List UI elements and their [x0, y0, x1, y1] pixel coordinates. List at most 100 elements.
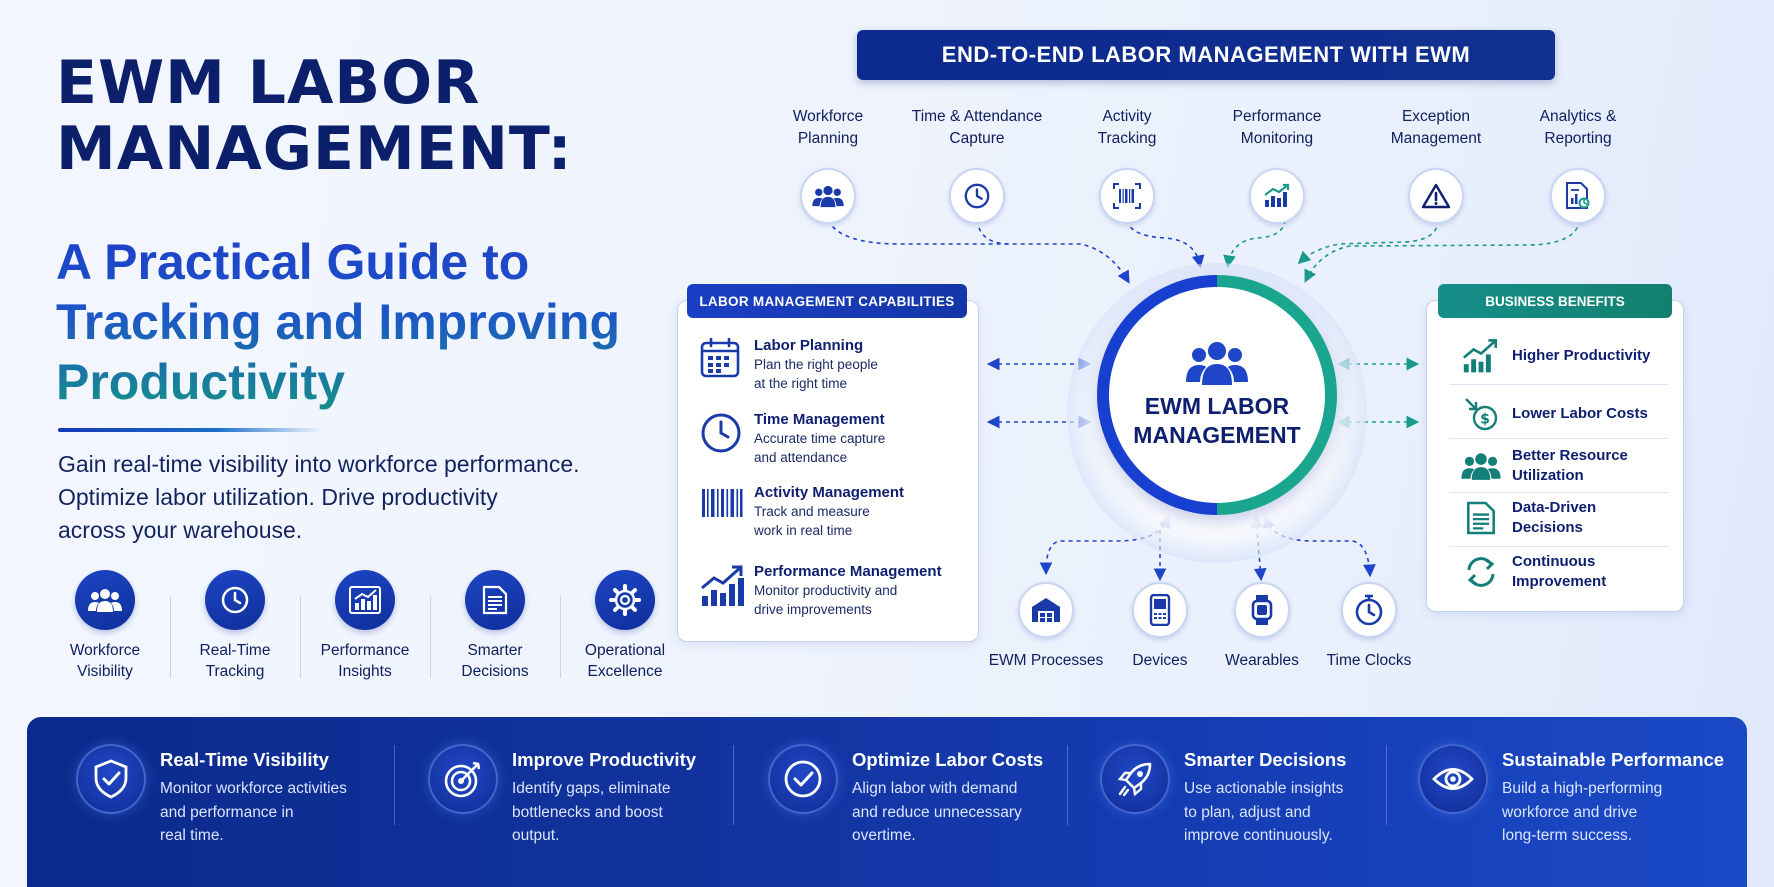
- eye-icon: [1418, 744, 1488, 814]
- band-item-sustainable-performance: Sustainable Performance Build a high-per…: [1418, 740, 1724, 860]
- band-item-title: Sustainable Performance: [1502, 749, 1725, 770]
- calendar-icon: [700, 336, 754, 393]
- hero-description-line: Optimize labor utilization. Drive produc…: [58, 484, 498, 510]
- bottom-node-time-clocks: Time Clocks: [1294, 582, 1444, 670]
- rocket-icon: [1100, 744, 1170, 814]
- target-icon: [428, 744, 498, 814]
- team-icon: [1186, 340, 1248, 386]
- benefits-title: BUSINESS BENEFITS: [1438, 284, 1672, 318]
- team-icon: [1450, 451, 1512, 481]
- clock-icon: [205, 570, 265, 630]
- divider: [394, 745, 395, 825]
- clock-icon: [700, 410, 754, 467]
- clock-icon: [949, 168, 1005, 224]
- hero-title: EWM LABOR MANAGEMENT:: [56, 50, 676, 182]
- benefit-label: Lower Labor Costs: [1512, 405, 1648, 422]
- growth-chart-icon: [1450, 338, 1512, 374]
- users-icon: [75, 570, 135, 630]
- cycle-icon: [1450, 554, 1512, 590]
- capability-title: Time Management: [754, 411, 885, 428]
- band-item-smarter-decisions: Smarter Decisions Use actionable insight…: [1100, 740, 1384, 860]
- capability-title: Labor Planning: [754, 337, 864, 354]
- divider: [1067, 745, 1068, 825]
- benefit-item: $ Lower Labor Costs: [1450, 396, 1680, 432]
- capabilities-title: LABOR MANAGEMENT CAPABILITIES: [687, 284, 967, 318]
- hero-description-line: across your warehouse.: [58, 517, 303, 543]
- hero-title-line: EWM LABOR: [56, 48, 481, 118]
- hero-title-line: MANAGEMENT:: [56, 114, 573, 184]
- bottom-node-devices: Devices: [1085, 582, 1235, 670]
- node-label: Devices: [1132, 652, 1188, 669]
- warehouse-icon: [1018, 582, 1074, 638]
- bottom-node-wearables: Wearables: [1187, 582, 1337, 670]
- band-item-title: Real-Time Visibility: [160, 749, 329, 770]
- report-icon: [1550, 168, 1606, 224]
- benefit-item: Higher Productivity: [1450, 338, 1680, 374]
- warning-icon: [1408, 168, 1464, 224]
- gear-icon: [595, 570, 655, 630]
- handheld-device-icon: [1132, 582, 1188, 638]
- divider: [1450, 438, 1668, 439]
- hero-divider: [58, 428, 322, 432]
- users-icon: [800, 168, 856, 224]
- node-label: Analytics &Reporting: [1539, 108, 1617, 147]
- divider: [1450, 492, 1668, 493]
- hero-description-line: Gain real-time visibility into workforce…: [58, 451, 580, 477]
- benefit-label: Higher Productivity: [1512, 347, 1651, 364]
- bar-chart-icon: [335, 570, 395, 630]
- barcode-icon: [1099, 168, 1155, 224]
- document-icon: [1450, 500, 1512, 536]
- band-item-optimize-labor-costs: Optimize Labor Costs Align labor with de…: [768, 740, 1052, 860]
- diagram-banner: END-TO-END LABOR MANAGEMENT WITH EWM: [857, 30, 1555, 80]
- barcode-icon: [700, 483, 754, 540]
- stopwatch-icon: [1341, 582, 1397, 638]
- band-item-real-time-visibility: Real-Time Visibility Monitor workforce a…: [76, 740, 360, 860]
- node-label: EWM Processes: [988, 652, 1104, 669]
- divider: [1386, 745, 1387, 825]
- divider: [1450, 546, 1668, 547]
- growth-chart-icon: [700, 562, 754, 619]
- capability-item: Performance Management Monitor productiv…: [700, 562, 980, 619]
- band-item-title: Improve Productivity: [512, 749, 697, 770]
- shield-check-icon: [76, 744, 146, 814]
- document-icon: [465, 570, 525, 630]
- svg-text:$: $: [1480, 412, 1490, 428]
- dollar-down-icon: $: [1450, 396, 1512, 432]
- capability-title: Performance Management: [754, 563, 942, 580]
